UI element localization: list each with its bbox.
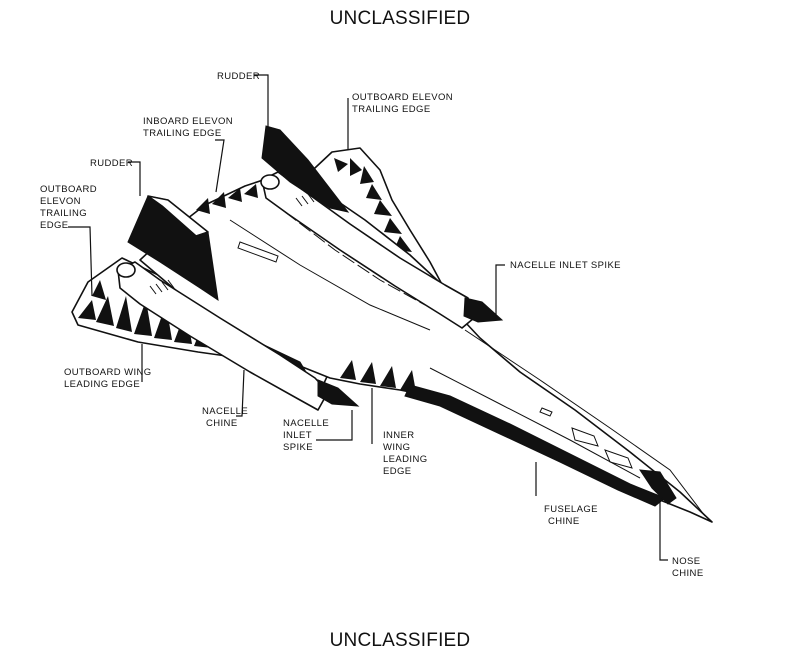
leader-inboard-elevon <box>215 139 225 193</box>
left-nacelle <box>117 261 329 411</box>
callout-outboard-wing-leading-edge: OUTBOARD WING LEADING EDGE <box>64 367 155 390</box>
callout-rudder-left: RUDDER <box>90 158 133 169</box>
left-nacelle-ejector-flaps <box>149 279 175 295</box>
callouts: RUDDER OUTBOARD ELEVON TRAILING EDGE INB… <box>40 71 704 579</box>
left-nacelle-exhaust <box>116 262 136 278</box>
bottom-classification-banner: UNCLASSIFIED <box>329 630 471 651</box>
fuselage-panel-line-1 <box>229 219 431 331</box>
left-nacelle-inlet-spike <box>317 379 360 407</box>
left-rudder-hinge <box>147 195 209 237</box>
callout-nose-chine: NOSE CHINE <box>672 556 704 579</box>
callout-inboard-elevon: INBOARD ELEVON TRAILING EDGE <box>143 116 236 139</box>
aircraft-drawing <box>71 125 713 523</box>
leader-lines <box>68 74 668 561</box>
callout-inner-wing-leading-edge: INNER WING LEADING EDGE <box>383 430 431 477</box>
callout-nacelle-chine: NACELLE CHINE <box>202 406 251 429</box>
right-nacelle-inlet-spike <box>463 297 504 323</box>
fuselage-hatch <box>237 241 279 263</box>
top-classification-banner: UNCLASSIFIED <box>329 8 471 29</box>
leader-rudder-upper <box>254 74 269 128</box>
fuselage-spine-line <box>464 329 706 517</box>
callout-outboard-elevon-left: OUTBOARD ELEVON TRAILING EDGE <box>40 184 100 231</box>
fuselage-underside-line <box>429 367 641 479</box>
fuselage-chine-band <box>404 384 666 507</box>
aft-canopy <box>571 427 599 447</box>
right-nacelle-exhaust <box>260 174 280 190</box>
inboard-elevon-teeth <box>196 184 258 214</box>
callout-outboard-elevon-right: OUTBOARD ELEVON TRAILING EDGE <box>352 92 456 115</box>
leader-nose-chine <box>659 502 668 561</box>
callout-fuselage-chine: FUSELAGE CHINE <box>544 504 601 527</box>
callout-nacelle-inlet-spike-right: NACELLE INLET SPIKE <box>510 260 621 271</box>
leader-nacelle-inlet-spike-right <box>495 264 505 320</box>
small-window <box>539 407 553 417</box>
nose-chine-band <box>638 469 677 505</box>
callout-rudder-upper: RUDDER <box>217 71 260 82</box>
leader-nacelle-chine <box>236 369 245 417</box>
leader-outboard-elevon-left <box>68 226 93 297</box>
fuselage-panel-line-2 <box>284 211 426 306</box>
inner-wing-leading-teeth <box>340 360 416 392</box>
forward-canopy <box>604 449 633 469</box>
leader-rudder-left <box>128 161 141 196</box>
callout-nacelle-inlet-spike-left: NACELLE INLET SPIKE <box>283 418 332 453</box>
leader-nacelle-inlet-spike-left <box>316 410 353 441</box>
